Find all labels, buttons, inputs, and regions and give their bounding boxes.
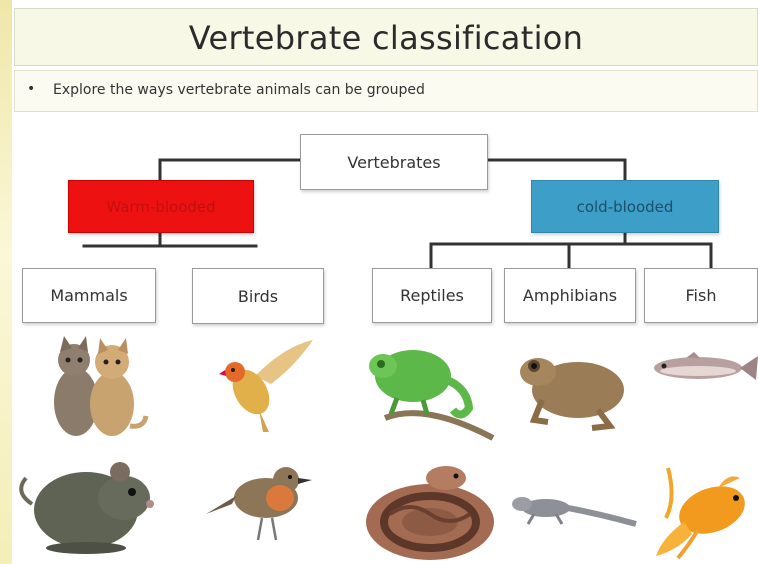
group-box-reptiles: Reptiles: [372, 268, 492, 323]
lovebird-image: [215, 336, 320, 436]
warm-blooded-box: Warm-blooded: [68, 180, 254, 233]
group-box-fish: Fish: [644, 268, 758, 323]
kittens-image: [40, 330, 150, 440]
vertebrates-box: Vertebrates: [300, 134, 488, 190]
chameleon-image: [365, 342, 500, 447]
connector-root-cold: [488, 160, 625, 180]
group-box-mammals: Mammals: [22, 268, 156, 323]
robin-image: [202, 462, 314, 544]
group-box-birds: Birds: [192, 268, 324, 324]
frog-image: [512, 346, 632, 434]
trout-image: [650, 350, 758, 386]
goldfish-image: [648, 458, 758, 562]
newt-image: [510, 490, 638, 530]
snake-image: [360, 460, 500, 564]
group-box-amphibians: Amphibians: [504, 268, 636, 323]
rat-image: [12, 452, 160, 558]
connector-root-warm: [160, 160, 300, 180]
cold-blooded-box: cold-blooded: [531, 180, 719, 233]
